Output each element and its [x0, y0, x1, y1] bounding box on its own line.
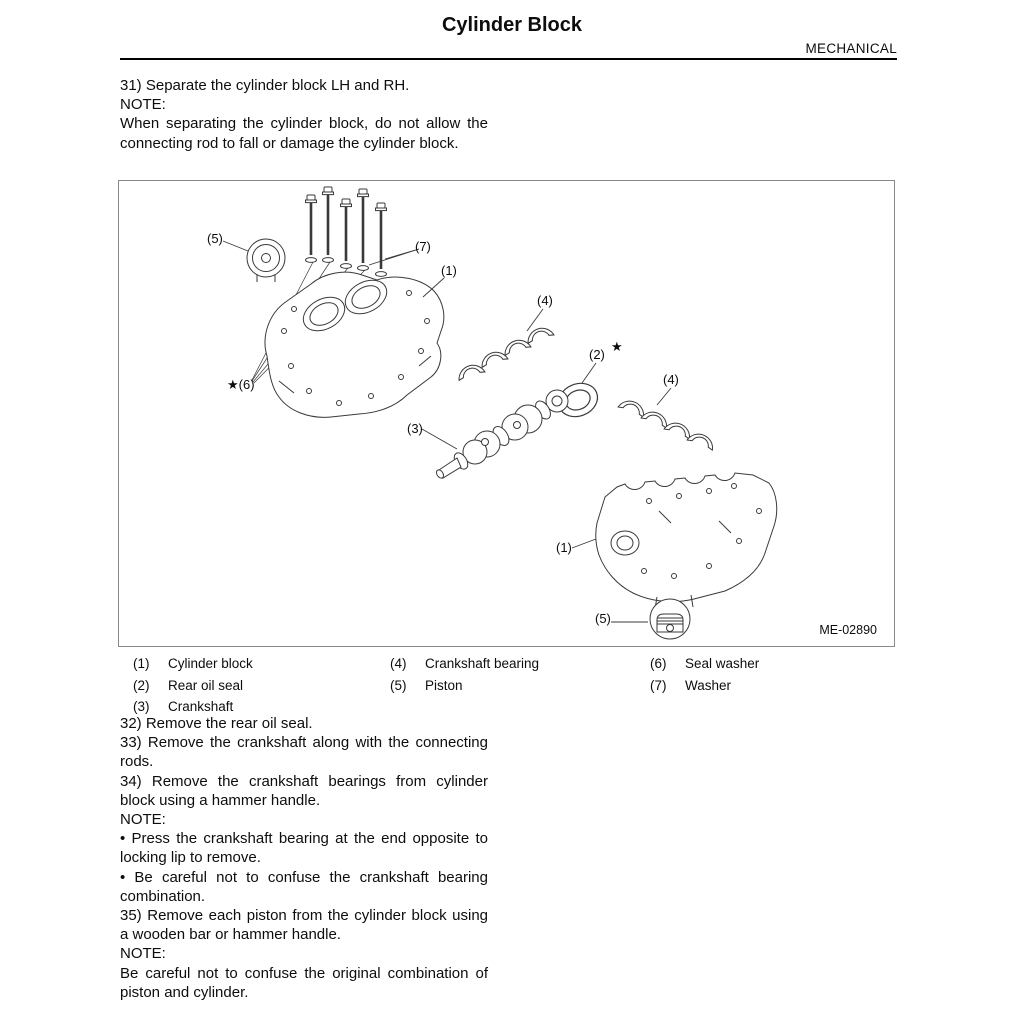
step-32: 32) Remove the rear oil seal. — [120, 715, 313, 732]
page-title: Cylinder Block — [441, 14, 583, 36]
legend-item: (5) Piston — [390, 678, 539, 693]
legend-item-number: (4) — [390, 656, 407, 671]
note-label: NOTE: — [120, 811, 166, 829]
exploded-diagram: (5) (7) (1) (4) (2) ★ ★(6) (3) (4) (1) (… — [207, 186, 877, 640]
callout-piston-top: (5) — [207, 231, 223, 246]
lower-text-column: 32) Remove the rear oil seal. 33) Remove… — [120, 714, 488, 1002]
legend-item: (1) Cylinder block — [133, 656, 253, 671]
figure-code: ME-02890 — [819, 623, 877, 637]
legend-item-label: Seal washer — [685, 656, 760, 671]
callout-piston-bottom: (5) — [595, 611, 611, 626]
callout-crankshaft: (3) — [407, 421, 423, 436]
callout-washer: (7) — [415, 239, 431, 254]
step-35: 35) Remove each piston from the cylinder… — [120, 907, 488, 944]
crankshaft-bearings-lower-illustration — [617, 400, 713, 452]
callout-cylinder-block-right: (1) — [556, 540, 572, 555]
note-bullet: • Be careful not to confuse the cranksha… — [120, 868, 488, 905]
callout-seal-washer: ★(6) — [227, 377, 255, 392]
note-text: Be careful not to confuse the original c… — [120, 964, 488, 1001]
callout-bearing-lower: (4) — [663, 372, 679, 387]
legend-item: (4) Crankshaft bearing — [390, 656, 539, 671]
legend-item-number: (7) — [650, 677, 667, 693]
legend-item: (3) Crankshaft — [133, 699, 253, 714]
crankshaft-bearings-upper-illustration — [458, 327, 555, 382]
upper-text-column: 31) Separate the cylinder block LH and R… — [120, 76, 488, 153]
exploded-diagram-figure: (5) (7) (1) (4) (2) ★ ★(6) (3) (4) (1) (… — [118, 180, 895, 647]
star-mark-oil-seal: ★ — [611, 339, 623, 354]
left-cylinder-block-illustration — [264, 271, 445, 418]
note-label: NOTE: — [120, 945, 166, 963]
legend-item-number: (5) — [390, 677, 407, 693]
step-34: 34) Remove the crankshaft bearings from … — [120, 772, 488, 809]
legend-item-label: Crankshaft bearing — [425, 656, 540, 671]
callout-bearing-upper: (4) — [537, 293, 553, 308]
legend-item-label: Piston — [425, 677, 463, 693]
note-bullet: • Press the crankshaft bearing at the en… — [120, 830, 488, 867]
legend-item: (7) Washer — [650, 678, 759, 693]
piston-bottom-illustration — [649, 598, 691, 640]
legend-item-label: Washer — [685, 677, 732, 693]
callout-leader-lines — [222, 240, 672, 623]
head-bolts-illustration — [305, 186, 387, 269]
header-rule — [120, 58, 897, 60]
legend-column-2: (4) Crankshaft bearing (5) Piston — [390, 656, 539, 699]
callout-rear-oil-seal: (2) — [589, 347, 605, 362]
legend-item-number: (1) — [133, 656, 150, 671]
legend-item: (2) Rear oil seal — [133, 678, 253, 693]
washers-illustration — [305, 257, 387, 277]
legend-item: (6) Seal washer — [650, 656, 759, 671]
crankshaft-illustration — [435, 389, 569, 479]
step-31: 31) Separate the cylinder block LH and R… — [120, 77, 410, 94]
note-text: When separating the cylinder block, do n… — [120, 115, 488, 152]
piston-top-illustration — [246, 238, 286, 282]
legend-item-number: (6) — [650, 656, 667, 671]
legend-column-1: (1) Cylinder block (2) Rear oil seal (3)… — [133, 656, 253, 721]
legend-item-label: Crankshaft — [168, 699, 234, 714]
step-33: 33) Remove the crankshaft along with the… — [120, 734, 488, 771]
legend-item-label: Rear oil seal — [168, 677, 244, 693]
section-label: MECHANICAL — [805, 41, 897, 56]
note-label: NOTE: — [120, 96, 166, 114]
right-cylinder-block-illustration — [595, 472, 778, 610]
figure-legend: (1) Cylinder block (2) Rear oil seal (3)… — [120, 656, 900, 714]
callout-cylinder-block-left: (1) — [441, 263, 457, 278]
legend-item-label: Cylinder block — [168, 656, 253, 671]
legend-column-3: (6) Seal washer (7) Washer — [650, 656, 759, 699]
legend-item-number: (2) — [133, 677, 150, 693]
legend-item-number: (3) — [133, 699, 150, 714]
